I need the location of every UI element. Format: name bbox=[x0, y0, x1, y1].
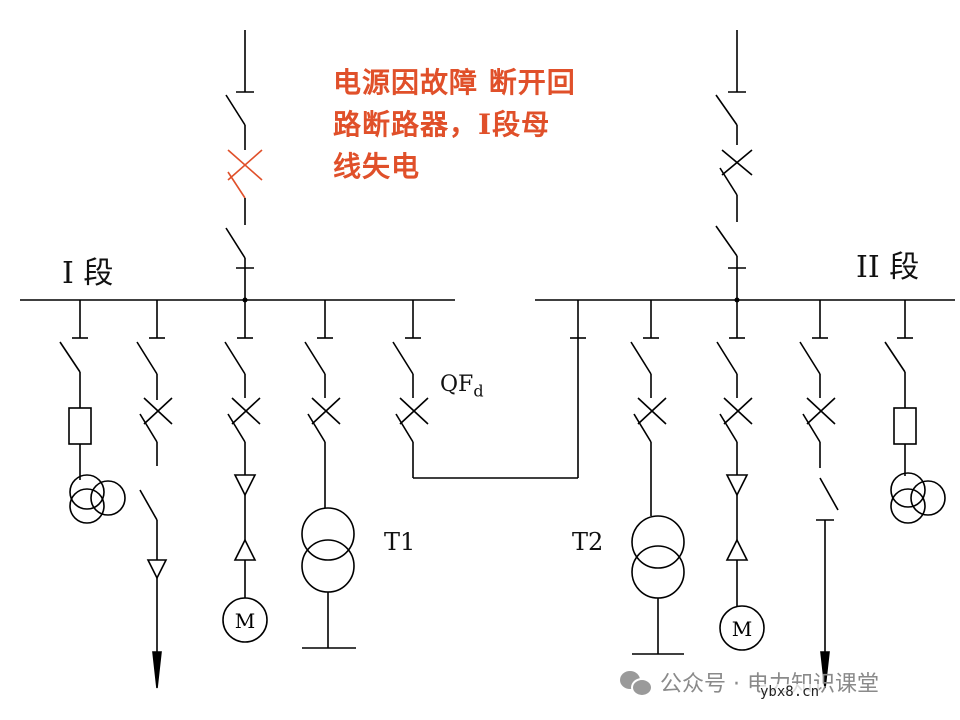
fault-annotation-line: 线失电 bbox=[333, 150, 421, 183]
pt-coil-icon bbox=[890, 472, 926, 508]
bus-junction-dot bbox=[242, 297, 248, 303]
motor-icon bbox=[222, 597, 268, 643]
incoming-feeder-1 bbox=[225, 30, 263, 300]
fuse-icon bbox=[893, 407, 917, 445]
feeder-transformer-2 bbox=[630, 300, 685, 655]
feeder-motor-1 bbox=[222, 300, 268, 643]
wechat-icon bbox=[620, 669, 653, 697]
bus-tie-breaker bbox=[392, 300, 586, 479]
motor-label: M bbox=[235, 609, 255, 633]
fuse-icon bbox=[68, 407, 92, 445]
incoming-feeder-2 bbox=[715, 30, 753, 300]
motor-icon bbox=[719, 605, 765, 651]
tie-breaker-subscript: d bbox=[473, 381, 484, 401]
arrow-down-icon bbox=[152, 651, 162, 689]
feeder-outgoing-line-1 bbox=[136, 300, 173, 689]
transformer-2-label: T2 bbox=[572, 528, 604, 556]
pt-coil-icon bbox=[69, 474, 105, 510]
transformer-icon bbox=[631, 515, 685, 569]
bus-section-2-label: II 段 bbox=[856, 250, 920, 285]
feeder-motor-2 bbox=[716, 300, 765, 651]
bus-section-1-label: I 段 bbox=[62, 256, 114, 291]
fault-annotation: 电源因故障 断开回 路断路器，I段母 线失电 bbox=[333, 62, 623, 188]
transformer-icon bbox=[301, 507, 355, 561]
bus-junction-dot bbox=[734, 297, 740, 303]
feeder-pt-2 bbox=[884, 300, 946, 524]
arrow-down-icon bbox=[820, 651, 830, 689]
motor-label: M bbox=[732, 617, 752, 641]
feeder-transformer-1 bbox=[301, 300, 356, 649]
feeder-outgoing-line-2 bbox=[799, 300, 839, 689]
tie-breaker-name: QF bbox=[440, 372, 474, 397]
tie-breaker-label: QFd bbox=[440, 372, 484, 400]
site-watermark: ybx8.cn bbox=[760, 684, 820, 700]
fault-annotation-line: 电源因故障 断开回 bbox=[333, 66, 576, 99]
feeder-pt-1 bbox=[59, 300, 126, 524]
fault-annotation-line: 路断路器，I段母 bbox=[333, 108, 551, 141]
transformer-1-label: T1 bbox=[384, 528, 416, 556]
